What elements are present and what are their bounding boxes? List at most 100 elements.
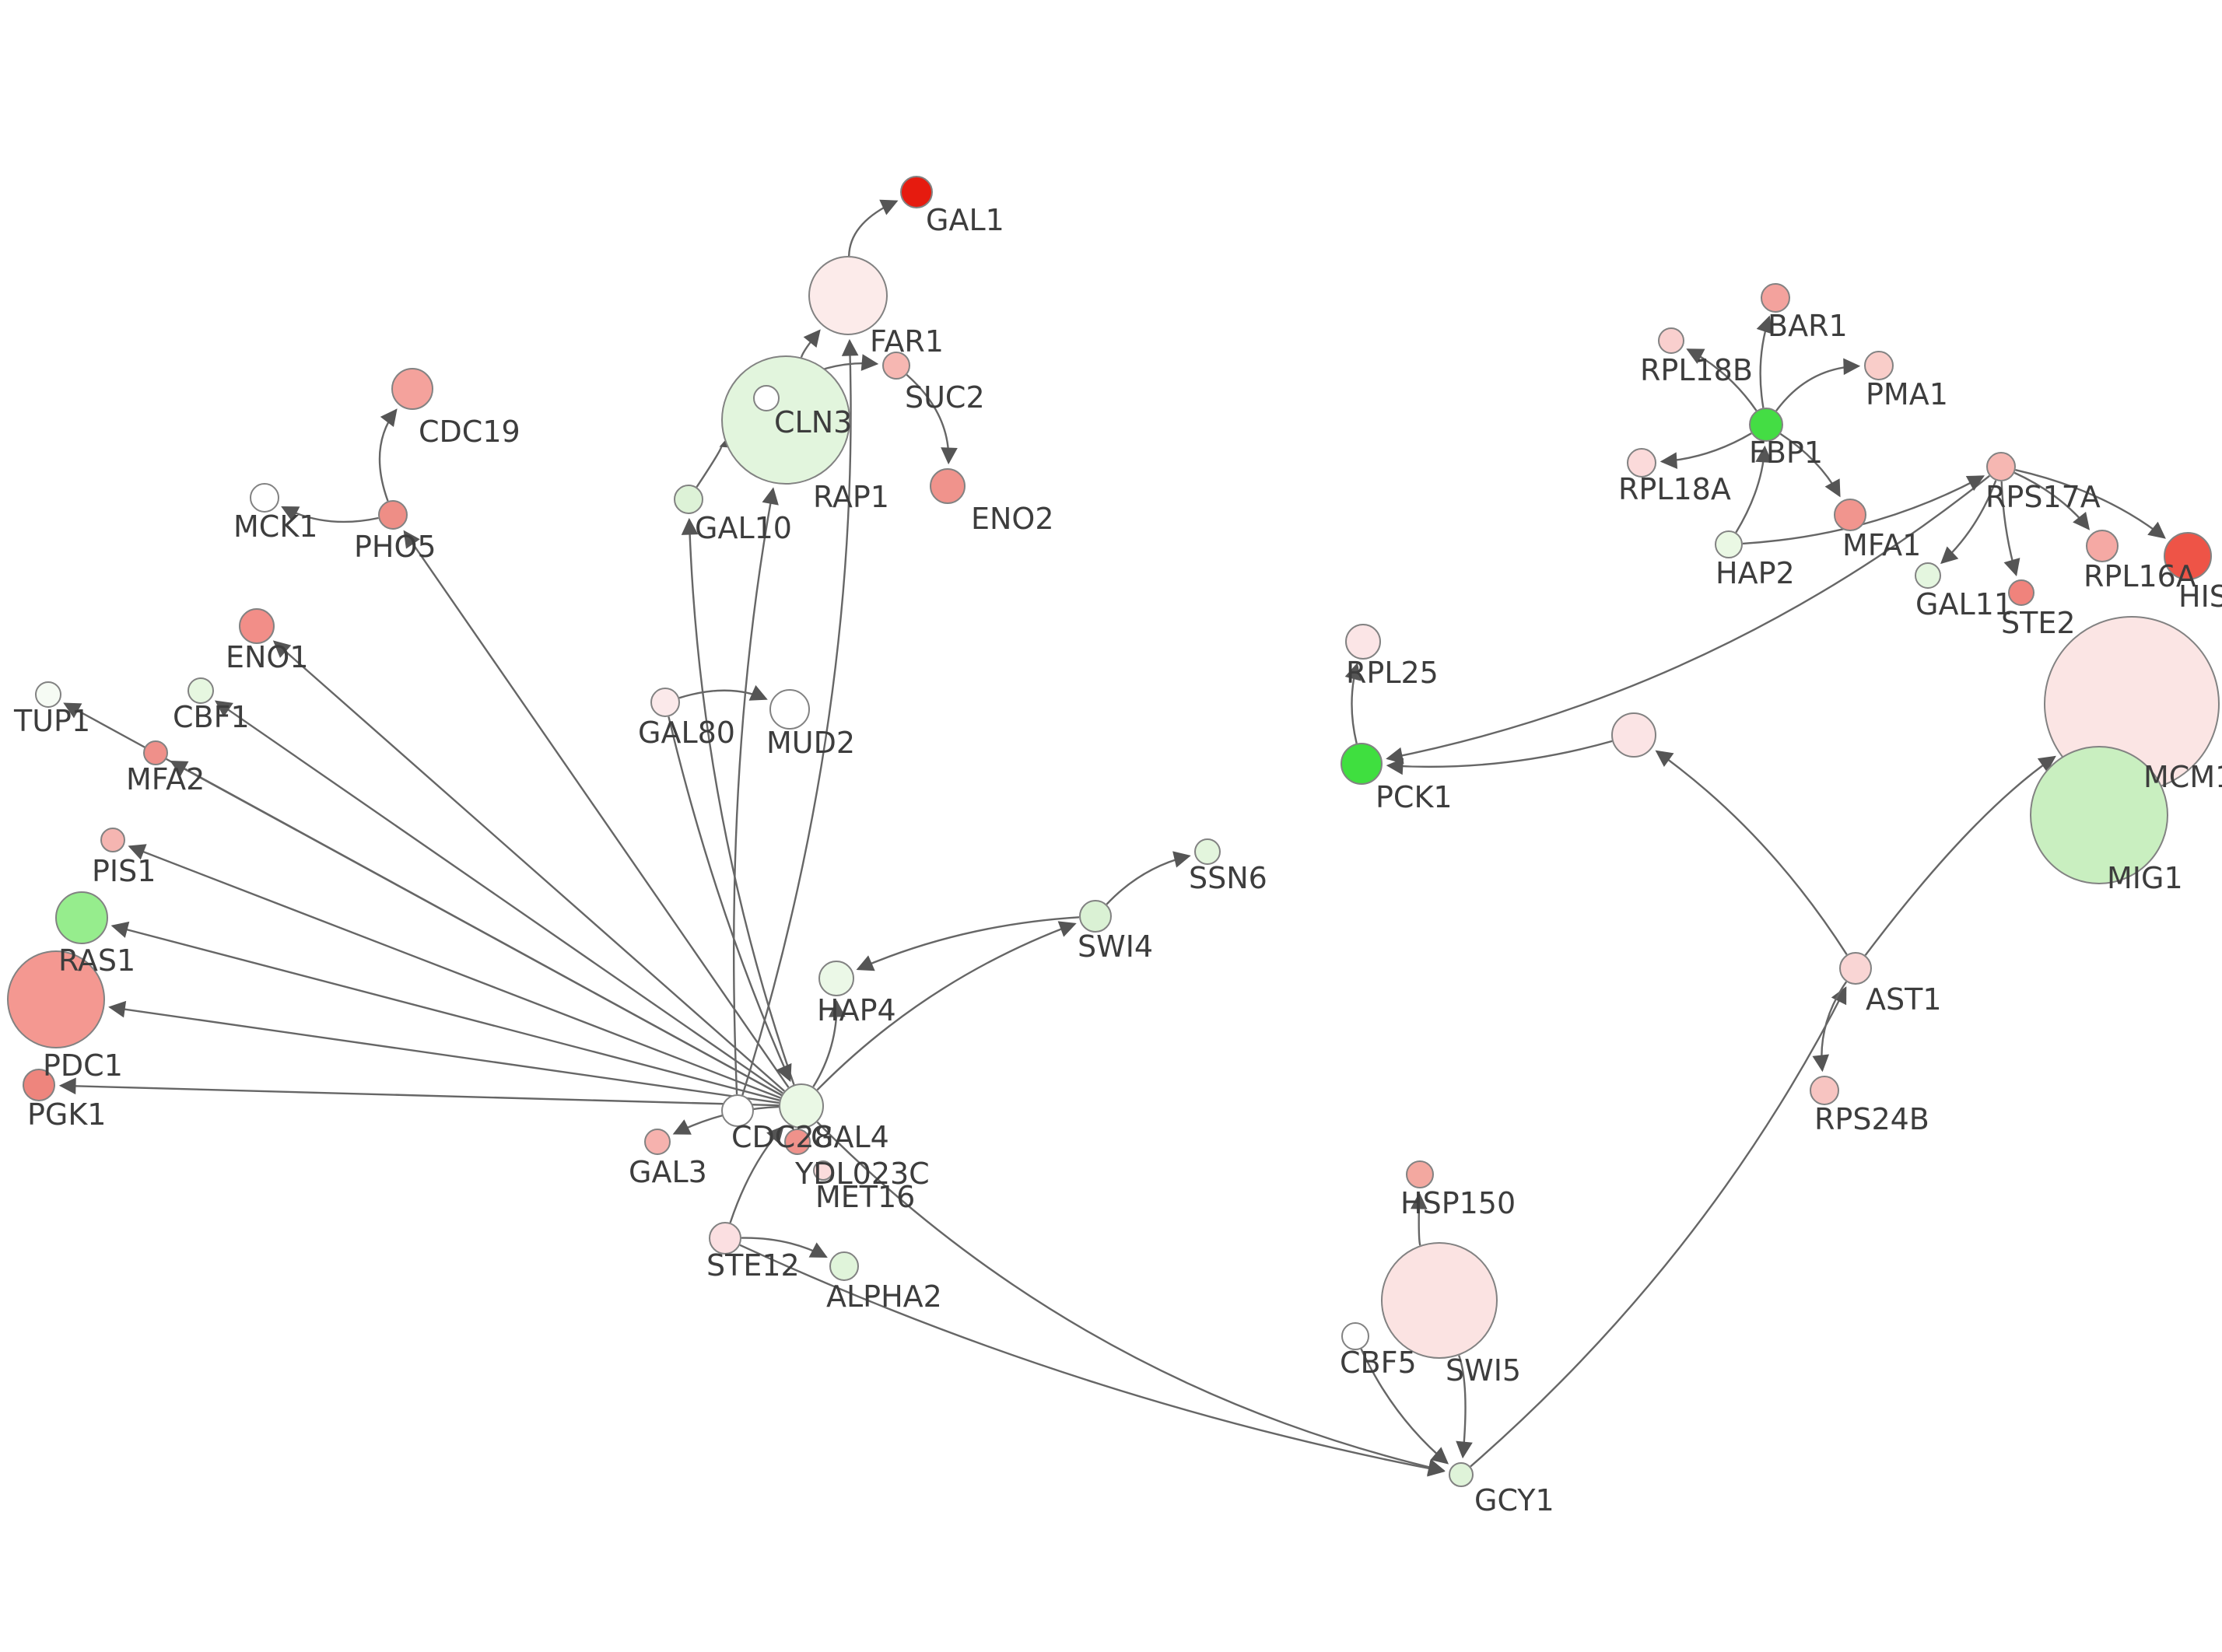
node-PGK1[interactable] <box>23 1069 55 1101</box>
node-GAL4[interactable] <box>779 1083 824 1129</box>
edge-FBP1-RPL18A[interactable] <box>1659 432 1752 469</box>
edge-GAL80-MUD2[interactable] <box>678 684 768 701</box>
node-TUP1[interactable] <box>35 681 61 708</box>
edge-GAL4-RAS1[interactable] <box>110 921 780 1101</box>
edge-GAL4-ENO1[interactable] <box>272 640 785 1092</box>
edge-FBP1-MFA1[interactable] <box>1779 432 1841 498</box>
edge-FBP1-PMA1[interactable] <box>1775 358 1861 412</box>
node-SUC2[interactable] <box>882 352 910 380</box>
edge-AST1-MCM1[interactable] <box>1864 755 2056 956</box>
edge-CLN3-FAR1[interactable] <box>800 329 821 358</box>
node-GAL10[interactable] <box>674 485 703 514</box>
node-MUD2[interactable] <box>769 689 810 730</box>
node-CLN3[interactable] <box>721 355 850 485</box>
node-RPL18A[interactable] <box>1627 448 1656 478</box>
edge-SWI5-GCY1[interactable] <box>1456 1355 1473 1459</box>
edge-GAL4-GAL10[interactable] <box>681 517 795 1085</box>
edge-RPS17A-STE2[interactable] <box>2000 481 2020 576</box>
edge-RPS17A-PCK1[interactable] <box>1386 474 1990 765</box>
node-GAL11[interactable] <box>1915 562 1941 589</box>
node-CBF1[interactable] <box>188 677 214 704</box>
node-CBF5[interactable] <box>1341 1322 1369 1350</box>
edge-RPS17A-HIS4[interactable] <box>2015 469 2166 539</box>
node-YDL023C[interactable] <box>784 1129 811 1155</box>
node-RPL25[interactable] <box>1345 624 1381 660</box>
node-SWI4[interactable] <box>1079 900 1112 933</box>
edge-CDC28-CLN3[interactable] <box>732 487 779 1095</box>
node-HAP4[interactable] <box>818 961 854 996</box>
edge-GAL4-PHO5[interactable] <box>403 530 790 1088</box>
node-STE12[interactable] <box>709 1222 741 1255</box>
node-RPS24B[interactable] <box>1810 1076 1839 1105</box>
edge-CBF5-GCY1[interactable] <box>1360 1348 1449 1465</box>
edge-SWI4-SSN6[interactable] <box>1106 851 1191 905</box>
edge-FAR1-GAL1[interactable] <box>848 199 899 257</box>
node-ALPHA2[interactable] <box>829 1251 859 1281</box>
node-GAL80[interactable] <box>650 688 680 717</box>
node-HSP150[interactable] <box>1406 1160 1434 1188</box>
node-CDC19[interactable] <box>391 368 433 410</box>
node-PCK1[interactable] <box>1341 743 1383 785</box>
edge-GAL4-MFA2[interactable] <box>170 760 783 1097</box>
node-HIS4[interactable] <box>2164 532 2212 580</box>
node-MET16[interactable] <box>813 1160 833 1181</box>
edge-GAL80-GAL4[interactable] <box>668 716 792 1083</box>
node-RPL18B[interactable] <box>1658 327 1684 354</box>
node-PMA1[interactable] <box>1864 351 1894 380</box>
node-MCK1[interactable] <box>250 483 279 513</box>
edge-FBP1-RPL18B[interactable] <box>1686 348 1758 411</box>
node-SWI5[interactable] <box>1381 1242 1498 1359</box>
edge-GAL4-PIS1[interactable] <box>128 844 781 1099</box>
node-RPL16A[interactable] <box>2086 530 2119 562</box>
node-STE2[interactable] <box>2008 579 2034 606</box>
node-PIS1[interactable] <box>100 828 125 852</box>
edge-PHO5-MCK1[interactable] <box>281 506 379 523</box>
node-PDC1[interactable] <box>7 950 105 1048</box>
node-FAR1[interactable] <box>808 256 888 335</box>
edge-SWI4-HAP4[interactable] <box>856 916 1080 971</box>
edge-STE12-GCY1[interactable] <box>739 1244 1446 1477</box>
node-MIG1[interactable] <box>2030 746 2168 884</box>
edge-GAL4-SWI4[interactable] <box>816 921 1077 1091</box>
edge-PHO5-CDC19[interactable] <box>378 408 398 502</box>
node-PHO5[interactable] <box>378 500 408 530</box>
edge-GAL4-GCY1[interactable] <box>816 1121 1446 1475</box>
edge-N1-PCK1[interactable] <box>1386 740 1613 775</box>
edge-RPS17A-GAL11[interactable] <box>1940 480 1997 565</box>
node-SSN6[interactable] <box>1194 838 1221 865</box>
node-BAR1[interactable] <box>1761 283 1790 313</box>
node-FBP1[interactable] <box>1749 408 1783 442</box>
edge-RPS17A-RPL16A[interactable] <box>2013 471 2091 530</box>
node-MFA2[interactable] <box>143 740 168 765</box>
node-HAP2[interactable] <box>1715 530 1743 558</box>
node-GCY1[interactable] <box>1449 1462 1474 1487</box>
node-RPS17A[interactable] <box>1986 452 2016 481</box>
edge-STE12-GAL4[interactable] <box>729 1125 784 1223</box>
node-RAS1[interactable] <box>55 891 108 944</box>
edge-GAL10-CLN3[interactable] <box>696 432 738 488</box>
edge-GAL4-HAP4[interactable] <box>812 999 846 1087</box>
edge-GCY1-AST1[interactable] <box>1470 986 1847 1468</box>
edge-AST1-RPS24B[interactable] <box>1812 981 1848 1073</box>
node-ENO1[interactable] <box>239 608 275 644</box>
node-CDC28[interactable] <box>721 1094 754 1127</box>
node-GAL3[interactable] <box>644 1129 671 1155</box>
edge-GAL4-PDC1[interactable] <box>108 1000 780 1104</box>
edge-SWI5-HSP150[interactable] <box>1410 1192 1428 1246</box>
node-RAP1[interactable] <box>753 385 780 411</box>
edge-AST1-N1[interactable] <box>1655 750 1848 955</box>
edge-HAP2-RPS17A[interactable] <box>1742 475 1985 545</box>
node-MFA1[interactable] <box>1834 499 1866 531</box>
edge-STE12-ALPHA2[interactable] <box>741 1237 828 1258</box>
node-ENO2[interactable] <box>930 468 966 504</box>
node-N1[interactable] <box>1611 712 1656 758</box>
edge-FBP1-BAR1[interactable] <box>1756 315 1773 408</box>
node-AST1[interactable] <box>1839 952 1872 985</box>
edge-CDC28-FAR1[interactable] <box>741 338 859 1096</box>
node-GAL1[interactable] <box>900 176 933 208</box>
edge-GAL4-PGK1[interactable] <box>58 1077 780 1107</box>
edge-HAP2-FBP1[interactable] <box>1735 445 1772 534</box>
edge-SUC2-ENO2[interactable] <box>906 374 958 465</box>
